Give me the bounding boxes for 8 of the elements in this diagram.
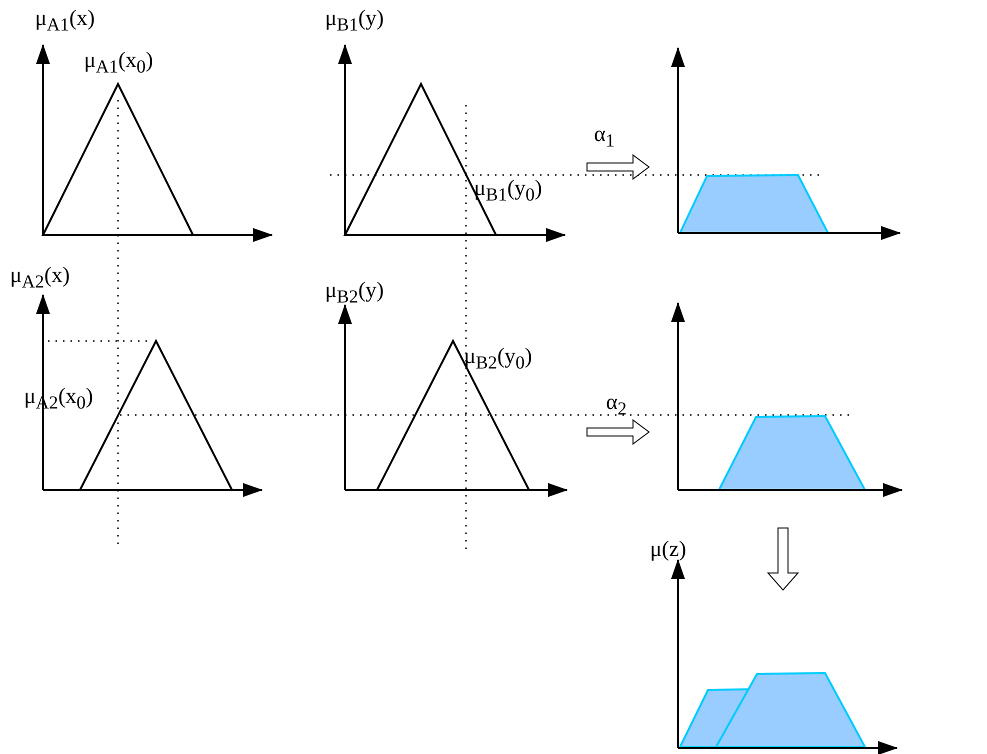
axis-label: μ(z): [650, 537, 686, 561]
axis-label: μ$_{A2}$(x): [10, 263, 70, 294]
alpha-label: α$_{2}$: [606, 390, 627, 420]
axis-label: μ$_{B1}$(y): [325, 6, 384, 36]
peak-label: μ$_{A1}$(x$_{0}$): [84, 48, 154, 78]
alpha-label: α$_{1}$: [594, 122, 615, 152]
axis-label: μ$_{A1}$(x): [35, 6, 95, 36]
axis-label: μ$_{B2}$(y): [325, 278, 384, 308]
